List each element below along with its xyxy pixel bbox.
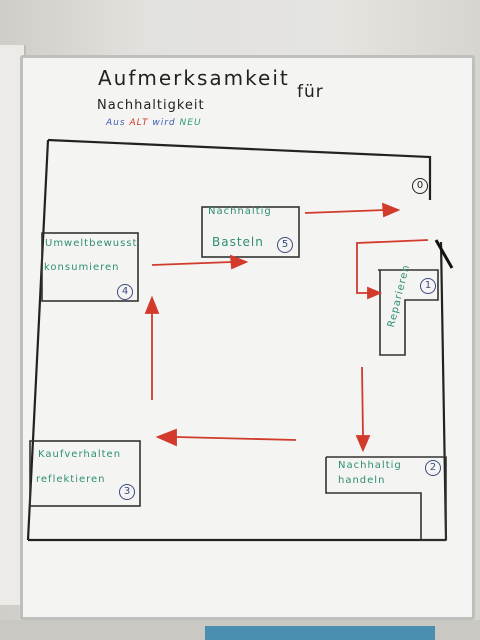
arrow-to-basteln-head [229,254,249,270]
konsumieren-line2: konsumieren [44,262,120,273]
board-tagline: Aus ALT wird NEU [106,118,202,128]
arrow-to-basteln-shaft [151,261,233,266]
box-handeln [325,456,447,541]
arrow-to-handeln-head [355,435,371,453]
arrow-to-reparieren-shaft [356,239,429,294]
board-subtitle: Nachhaltigkeit [97,98,205,113]
reparieren-number: 1 [420,278,436,294]
outer-frame-right [439,241,448,541]
tagline-aus: Aus [106,118,126,128]
reflektieren-line2: reflektieren [36,474,106,485]
handeln-line1: Nachhaltig [338,460,402,471]
outer-frame-left [26,139,50,541]
board-title: Aufmerksamkeit [98,66,290,90]
arrow-to-konsumieren-head [144,295,160,314]
basteln-line1: Nachhaltig [208,206,272,217]
box-reparieren [378,269,439,356]
konsumieren-line1: Umweltbewusst [45,238,138,249]
tagline-alt: ALT [129,118,149,128]
whiteboard [20,55,475,620]
arrow-to-reparieren-head [367,286,383,300]
box-basteln [201,206,300,258]
board-title-fuer: für [297,82,324,102]
arrow-to-reflektieren-shaft [175,436,297,441]
box-konsumieren [41,232,139,302]
start-marker: 0 [412,178,428,194]
basteln-line2: Basteln [212,235,264,249]
tagline-neu: NEU [179,118,202,128]
poster-edge [205,626,435,640]
tagline-wird: wird [152,118,176,128]
reflektieren-line1: Kaufverhalten [38,449,122,460]
basteln-number: 5 [277,237,293,253]
handeln-line2: handeln [338,475,386,486]
arrow-start-shaft [304,209,386,214]
outer-frame [47,138,432,200]
arrow-to-handeln-shaft [361,366,364,438]
marker-stroke [434,239,454,269]
handeln-number: 2 [425,460,441,476]
box-reflektieren [29,440,141,507]
arrow-to-reflektieren-head [155,428,177,447]
konsumieren-number: 4 [117,284,133,300]
arrow-start-head [381,202,401,218]
reflektieren-number: 3 [119,484,135,500]
